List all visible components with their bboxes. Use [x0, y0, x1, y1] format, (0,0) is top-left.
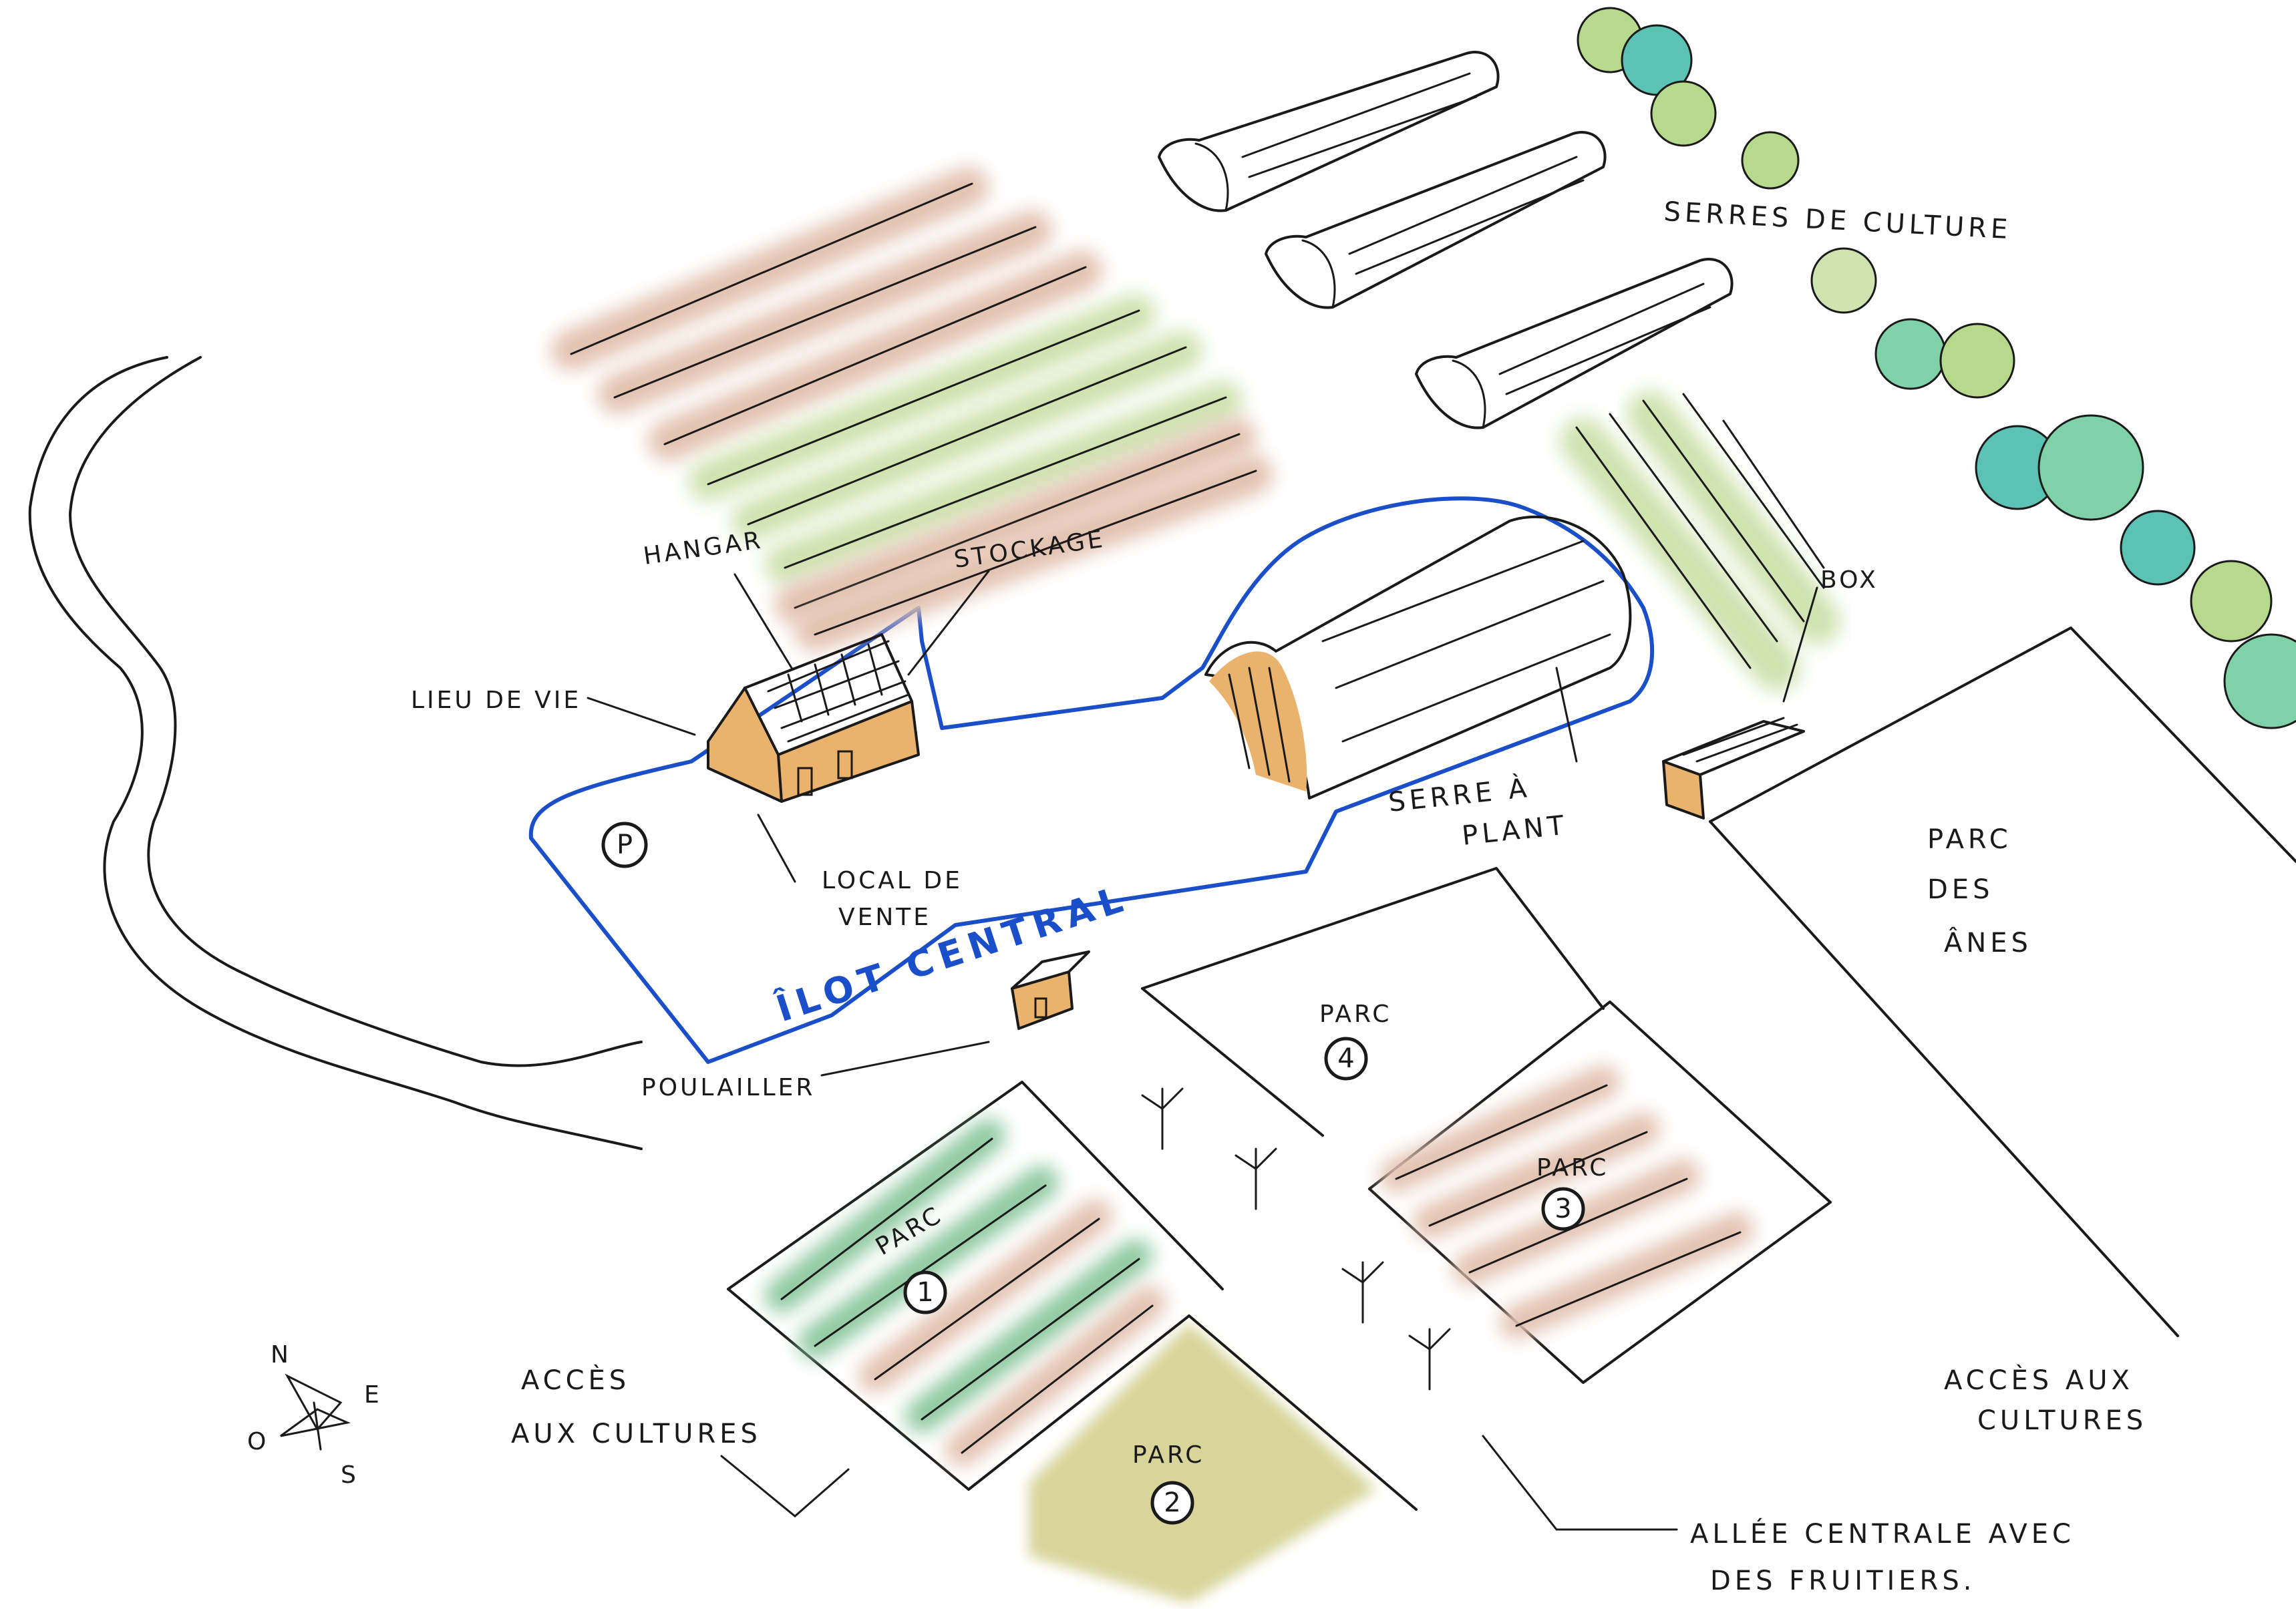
label-lieu-de-vie: LIEU DE VIE: [411, 687, 581, 714]
compass-rose: N E S O: [247, 1341, 382, 1489]
label-parc-des-anes-3: ÂNES: [1944, 926, 2032, 958]
label-acces-aux-cultures-right-2: CULTURES: [1977, 1405, 2147, 1436]
compass-n: N: [271, 1341, 291, 1369]
label-allee-centrale-2: DES FRUITIERS.: [1710, 1566, 1975, 1596]
label-acces-aux-cultures-right-1: ACCÈS AUX: [1944, 1364, 2134, 1396]
crop-row: [648, 250, 1102, 461]
north-crop-rows: [551, 167, 1273, 651]
crop-row: [688, 294, 1156, 501]
crop-row: [731, 331, 1202, 541]
parc-4-badge: 4: [1324, 1037, 1368, 1081]
parc-1-fence: [727, 1081, 1224, 1491]
label-serre-a-plant-1: SERRE À: [1387, 771, 1532, 818]
fruit-trees: [1141, 1087, 1451, 1391]
parc-2-meadow: [967, 1314, 1418, 1603]
parking-label: P: [617, 830, 633, 860]
label-parc-3: PARC: [1536, 1154, 1609, 1182]
label-parc-2: PARC: [1132, 1441, 1204, 1469]
parc-3-fence: [1368, 1001, 1832, 1384]
label-serres-de-culture: SERRES DE CULTURE: [1663, 196, 2012, 245]
parc-3-number: 3: [1554, 1194, 1571, 1224]
greenhouse: [1415, 258, 1734, 429]
label-acces-aux-cultures-left-2: AUX CULTURES: [511, 1419, 762, 1449]
parc-3-badge: 3: [1541, 1187, 1585, 1231]
label-parc-des-anes-1: PARC: [1927, 824, 2012, 855]
access-road: [28, 356, 643, 1150]
compass-o: O: [247, 1428, 269, 1455]
label-box: BOX: [1820, 566, 1878, 594]
parc-2-badge: 2: [1150, 1481, 1194, 1525]
label-local-de-vente-1: LOCAL DE: [822, 867, 963, 894]
crop-row: [598, 210, 1052, 414]
label-parc-4: PARC: [1319, 1001, 1391, 1028]
east-crop-rows: [1560, 391, 1840, 691]
leader-lines: [587, 570, 1818, 1531]
crop-row: [775, 417, 1256, 624]
label-acces-aux-cultures-left-1: ACCÈS: [521, 1364, 630, 1396]
parc-2-number: 2: [1164, 1487, 1180, 1518]
serre-a-plant: [1204, 515, 1632, 799]
parc-1-badge: 1: [903, 1270, 947, 1314]
poulailler-building: [1011, 950, 1090, 1030]
label-poulailler: POULAILLER: [641, 1074, 815, 1101]
label-serre-a-plant-2: PLANT: [1460, 810, 1569, 852]
ilot-central: [528, 496, 1655, 1064]
parking-badge: P: [601, 822, 648, 868]
label-allee-centrale-1: ALLÉE CENTRALE AVEC: [1690, 1517, 2075, 1550]
tree-line: [1577, 7, 2296, 729]
parc-4-fence: [1141, 867, 1605, 1137]
crop-row: [765, 381, 1243, 584]
parc-des-anes-fence: [1709, 627, 2296, 1337]
crop-row: [795, 454, 1273, 651]
compass-s: S: [341, 1461, 359, 1489]
label-hangar: HANGAR: [642, 526, 765, 570]
main-building: [707, 633, 920, 803]
compass-e: E: [364, 1381, 382, 1409]
parc-4-number: 4: [1337, 1043, 1354, 1074]
greenhouse: [1158, 51, 1500, 212]
box-shelter: [1662, 717, 1805, 820]
parc-1-crop-rows: [765, 1119, 1166, 1466]
crop-row: [551, 167, 989, 371]
label-local-de-vente-2: VENTE: [838, 904, 931, 931]
parc-1-number: 1: [917, 1277, 933, 1308]
label-parc-des-anes-2: DES: [1927, 874, 1993, 905]
greenhouse: [1265, 131, 1607, 309]
